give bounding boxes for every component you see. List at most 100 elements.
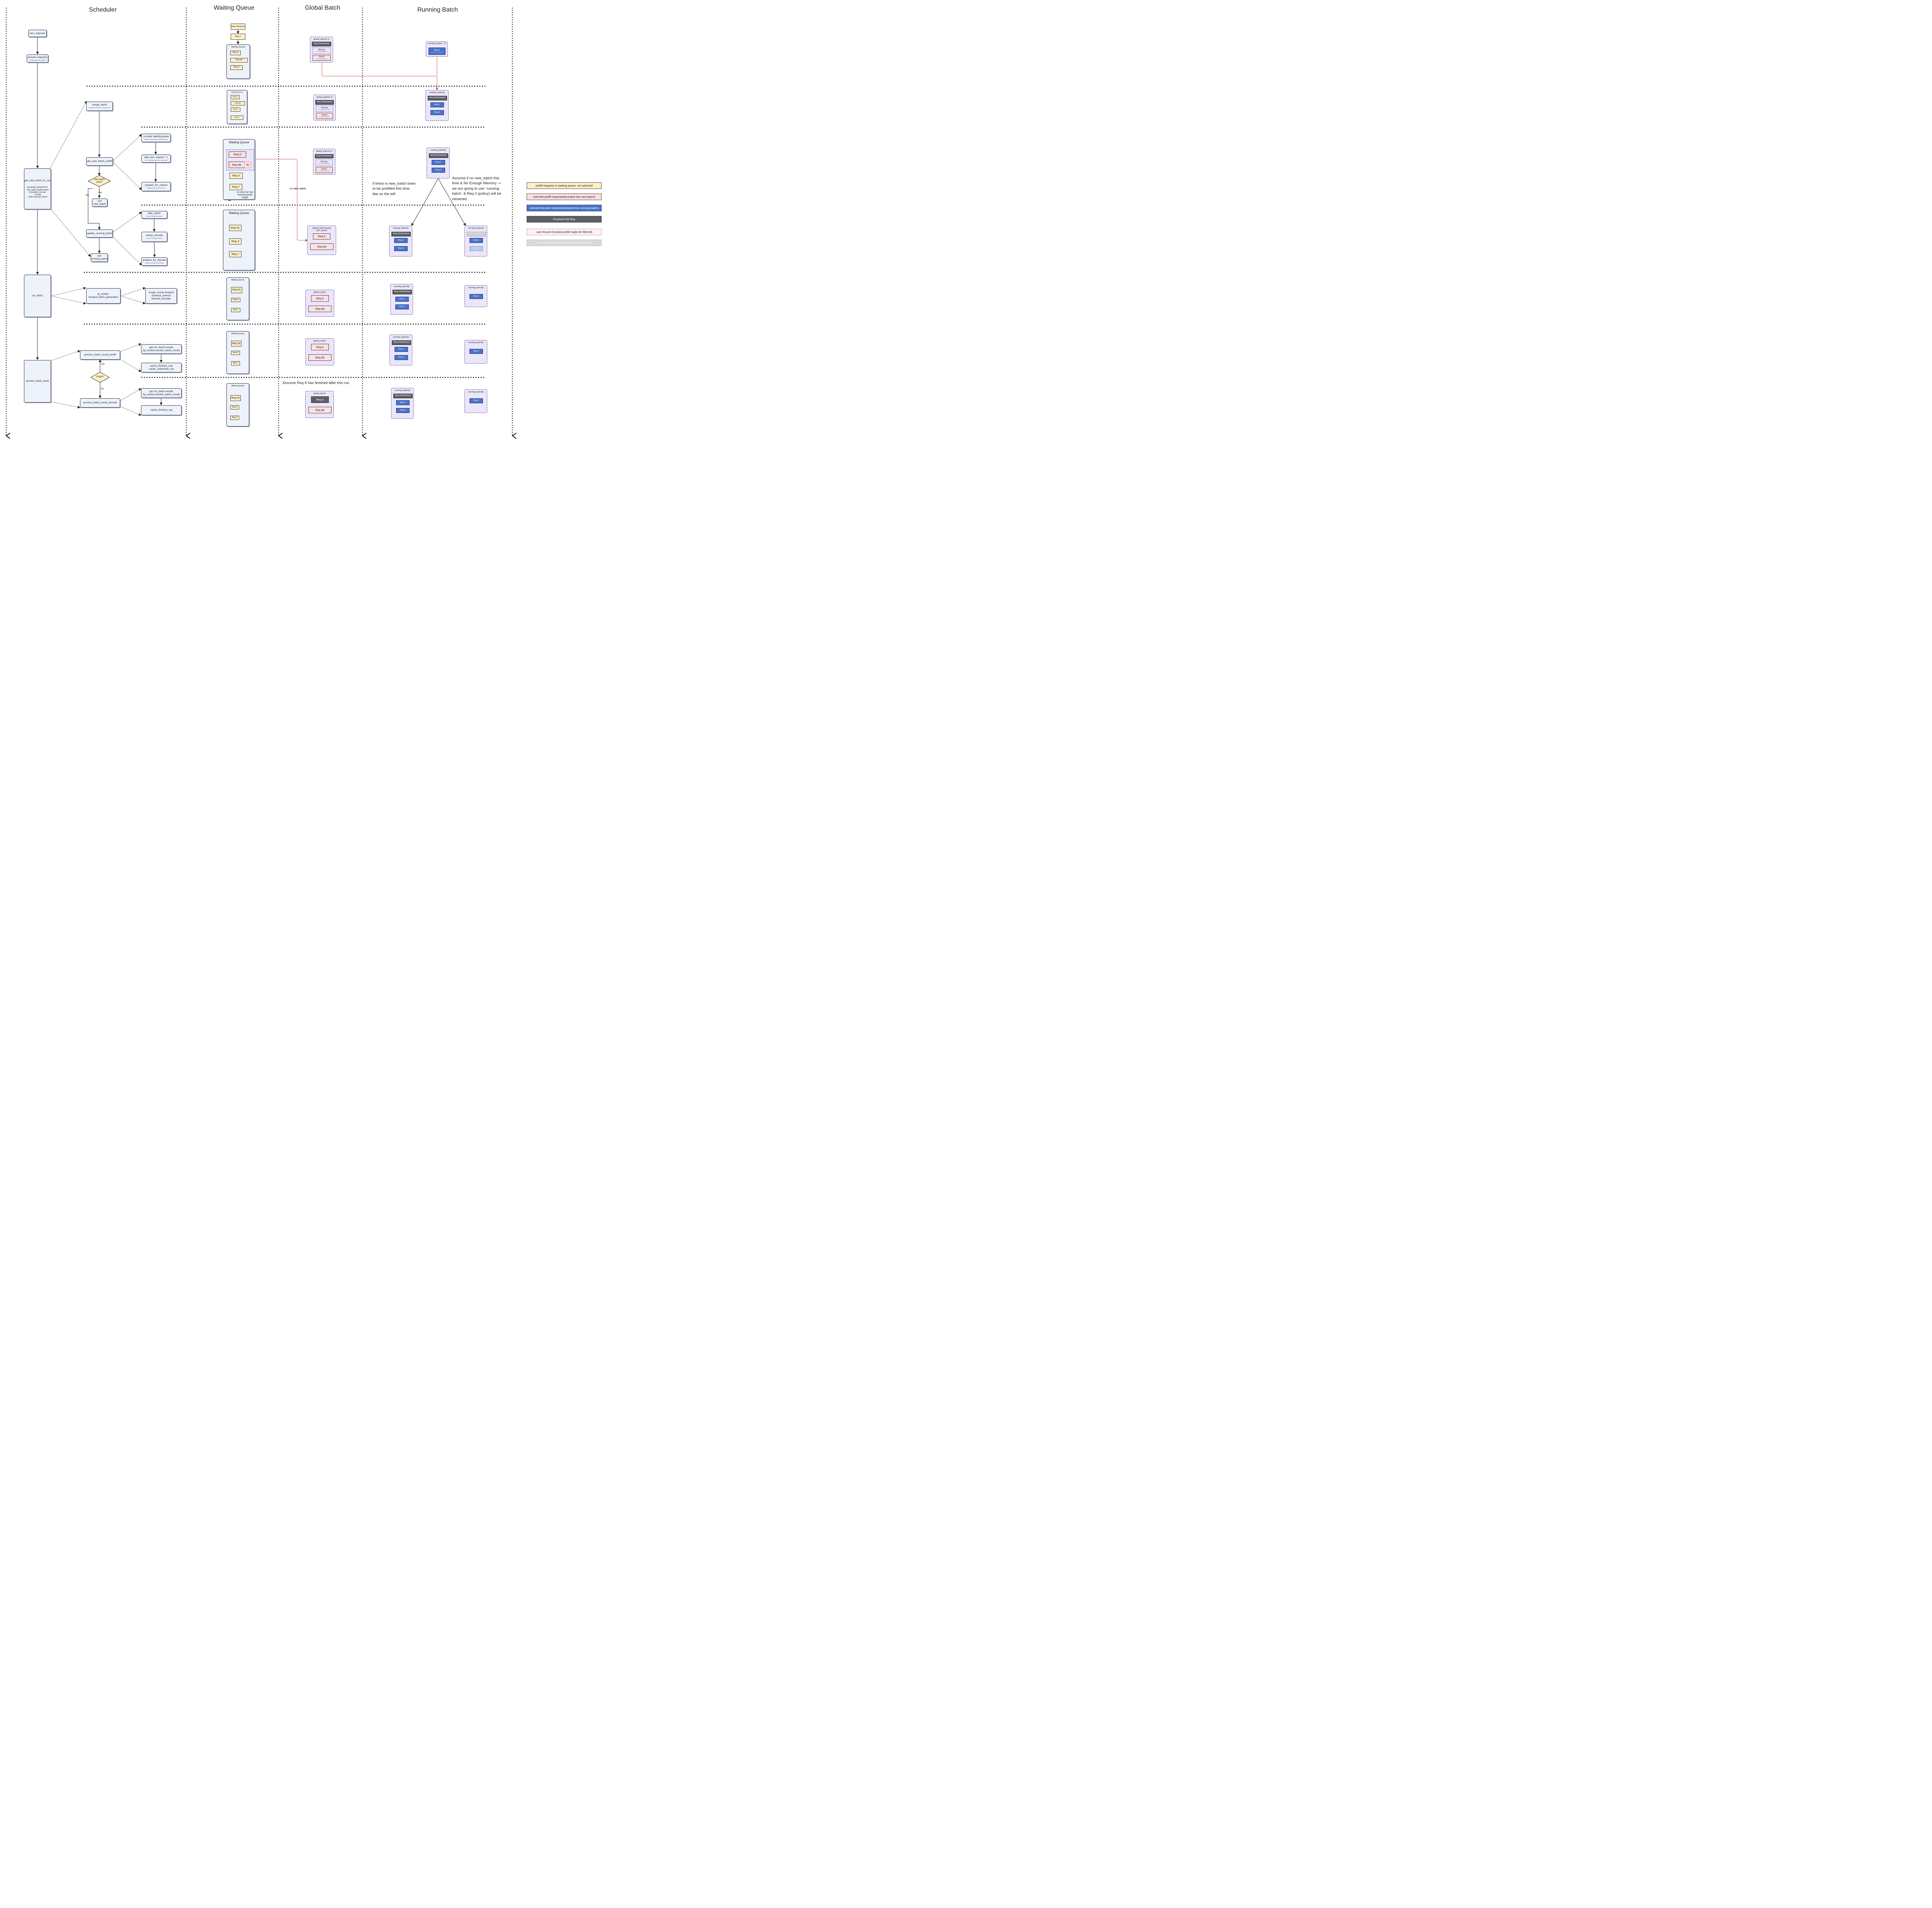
req-label: Req 0 [400,409,406,411]
cache-finished-unfinished-node: cache_finished_req/ cache_unfinished_req [141,363,182,372]
req-label: Req 6 [316,296,324,300]
waiting-queue-title: Waiting Queue [229,211,249,215]
legend-finished-filtered: Last Round Finished Old Req(to be filter… [527,240,602,246]
global-batch-title: global_batch(using new_batch) [313,227,331,232]
req-label: Req 1 [398,348,404,350]
req-label: Req 1 [434,103,440,106]
raw-request-box: Raw Request [231,24,245,30]
req-sub: (i-1 round prefill req) [316,58,327,59]
gb-row4-req6: Req 6 [313,233,330,240]
prepare-for-extend-sub: Allocate mem_pool's memory [147,187,165,189]
req-label: Req 5b [315,408,325,412]
req-label: Req 5c [232,342,241,345]
req-label: Req 6 [233,66,240,69]
tp-worker-label: tp_worker. forward_batch_generation [88,293,118,299]
wq-row4-req3: Req 3 [229,238,242,245]
req-label: Req 5c [231,396,240,399]
waiting-queue-row3: Waiting Queue Req 6 Req 5b 5c Req 3 Req … [223,139,255,200]
running-batch-title: running_batch(i) [468,287,484,289]
wq-row7-req7: Req 7 [230,416,239,420]
gb-row5-req5b: Req 5b [308,306,332,312]
prepare-for-extend-node: prepare_for_extend Allocate mem_pool's m… [141,182,171,191]
req-label: Req 5b [235,59,243,61]
req-label: Req 6 [318,234,326,238]
global-batch-row1: global_batch(i-1) Req Old finished Req 5… [310,37,333,63]
wq-row3-chunk-5c: 5c [244,161,251,168]
retract-decode-node: retract_decode when not enough memory [141,232,167,242]
gb-row2-req5a-group [316,105,333,112]
wq-row5-req7: Req 7 [231,308,240,312]
waiting-queue-title: Waiting Queue [231,333,245,335]
global-batch-title: global_batch [313,392,326,395]
new-batch-exist-diamond [87,175,111,187]
rb-row3-req0: Req 0 [432,168,445,173]
wq-row4-req7: Req 7 [229,251,242,257]
req-label: Req Old finished [314,42,329,45]
flow-diagram-lines [5,8,517,439]
req-label: Req 5a [321,160,328,163]
get-run-batch-results-decode-node: get run_batch results (tp_worker.resolve… [141,388,182,398]
req-sub: (i-1 round prefill req) [319,109,330,110]
get-run-batch-results-decode-label: get run_batch results (tp_worker.resolve… [143,390,180,396]
legend-label: selected prefill requested(created into … [533,195,595,199]
running-batch-row7-right: running_batch(i) Req 1 [464,389,487,413]
prefill-diamond [90,372,110,383]
wq-row3-req7: Req 7 [230,184,242,190]
cache-finished-unfinished-label: cache_finished_req/ cache_unfinished_req [149,364,174,370]
req-label: Req 1 [400,401,406,404]
legend-prefill-waiting: prefill requests in waiting queue, not s… [527,182,602,189]
req-label: Req 1 [473,350,479,352]
req-label: Req Old finished [395,394,411,397]
new-batch-exist-label: new batch exist? [94,178,105,183]
running-batch-title: running_batch(i) [393,336,409,338]
merge-batch-sub: merge last_batch to running batch [89,107,110,109]
reorder-note: re-order by max matched prefix length [236,191,253,199]
legend-label: Finished Old Req [553,217,575,221]
red-flow-arrows [254,57,439,242]
req-label: Req 3 [233,96,238,98]
req-label: Req Old finished [394,291,410,293]
req-label: Req 0 [398,247,404,250]
recv-requests-label: recv_requests [29,32,46,35]
req-label: Req 7 [235,116,240,119]
use-label: use [289,188,293,190]
req-label: Req 6 [316,345,324,349]
running-batch-row5-left: running_batch(i) Req Old finished Req 1 … [390,284,413,315]
req-label: Req 7 [235,35,241,38]
get-new-batch-prefill-label: get_new_batch_prefill [87,160,112,163]
req-label: Req 3 [232,174,240,178]
req-label: Req 0 [321,114,328,116]
req-label: Req 5b [315,307,325,311]
gb-row1-req5a-group [313,48,331,54]
scheduler-flow-arrows [36,30,240,405]
rb-row4r-req0-retracted: Req 0 [469,246,483,251]
add-one-request-node: add_one_request * n move reqs from queue… [141,155,171,163]
prefill-question-label: Prefill? [96,376,104,378]
process-requests-sub: handle_generate_request [29,59,46,61]
running-batch-row4-left: running_batch(i) Req Old finished Req 1 … [389,226,412,257]
running-batch-title: running_batch(i) [429,92,445,94]
waiting-queue-row4: Waiting Queue Req 5c Req 3 Req 7 [223,210,255,270]
req-label: Req 3 [233,351,238,354]
gb-row2-req0: Req 0 (i-1 round prefill req) [316,113,333,119]
waiting-queue-column-title: Waiting Queue [214,5,255,11]
process-batch-result-decode-node: process_batch_result_decode [80,398,120,408]
req-label: Req Old finished [317,101,332,104]
rb-row2-req-old-finished: Req Old finished [428,96,447,100]
rb-row5l-req-old-finished: Req Old finished [393,290,412,294]
global-batch-row6: global_batch Req 6 Req 5b [305,338,334,365]
gb-row6-req6: Req 6 [311,344,329,350]
global-batch-row3: global_batch(i-1) Req Old finished Req 5… [313,149,335,175]
reorder-label: re-order waiting queue [143,135,169,138]
wq-row6-req3: Req 3 [231,351,240,355]
running-batch-row5-right: running_batch(i) Req 1 [464,285,487,307]
running-batch-row7-left: running_batch(i) Req Old finished Req 1 … [391,388,414,419]
merge-batch-label: merge_batch [92,104,107,107]
get-next-batch-desc: get global_batch(i) from `new_batch`(pre… [26,186,49,199]
req-label: Req 5c [232,289,241,292]
wq-row1-req3: Req 3 [230,51,241,55]
req-label: Req 7 [232,185,240,189]
prepare-for-decode-sub: Allocate memory(1 token/req) [145,262,164,264]
cache-finished-req-node: cache_finished_req [141,405,182,415]
merge-batch-node: merge_batch merge last_batch to running … [86,102,113,111]
